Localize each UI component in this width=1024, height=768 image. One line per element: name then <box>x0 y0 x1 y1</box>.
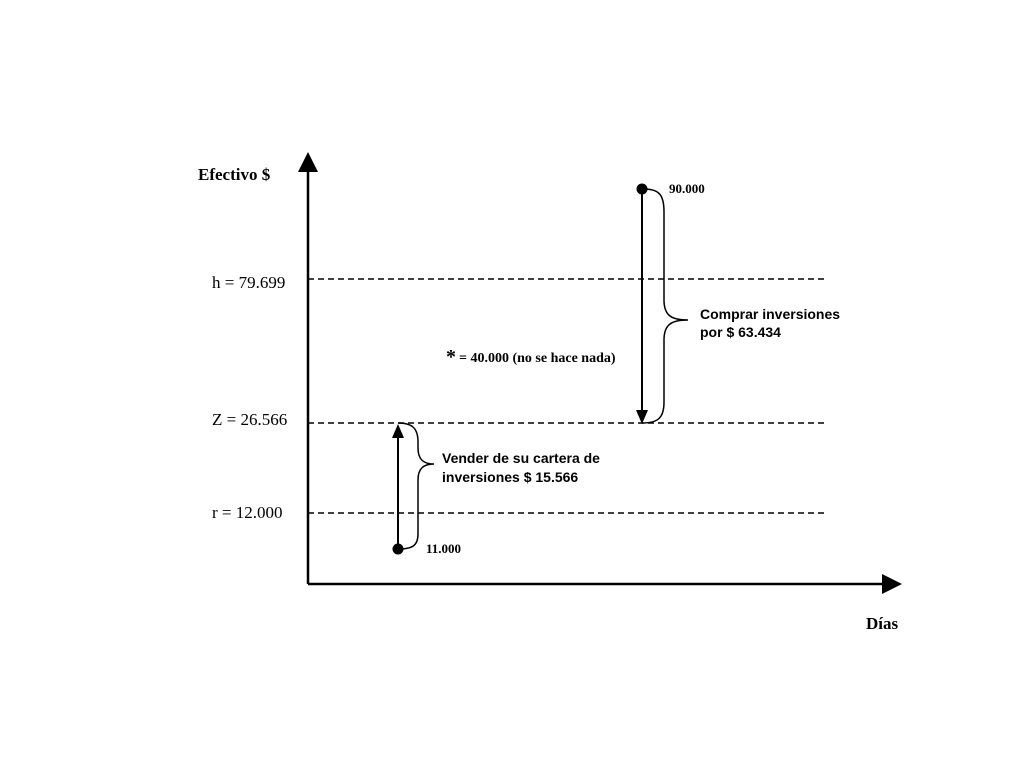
middle-note: = 40.000 (no se hace nada) <box>459 351 616 366</box>
low-point-label: 11.000 <box>426 541 461 556</box>
up-arrow-head <box>392 424 404 438</box>
high-point-marker <box>636 183 648 195</box>
buy-annotation-line1: Comprar inversiones <box>700 306 840 322</box>
sell-annotation-line1: Vender de su cartera de <box>442 450 600 466</box>
level-r-label: r = 12.000 <box>212 503 283 522</box>
level-z-label: Z = 26.566 <box>212 410 287 429</box>
buy-annotation-line2: por $ 63.434 <box>700 324 781 340</box>
middle-star: * <box>446 346 456 368</box>
high-point-label: 90.000 <box>669 181 705 196</box>
down-arrow-head <box>636 410 648 424</box>
sell-annotation-line2: inversiones $ 15.566 <box>442 469 578 485</box>
sell-brace <box>397 422 435 550</box>
y-axis-arrowhead <box>298 152 318 172</box>
y-axis-label: Efectivo $ <box>198 165 271 184</box>
x-axis-arrowhead <box>882 574 902 594</box>
buy-brace <box>641 188 689 424</box>
level-h-label: h = 79.699 <box>212 273 285 292</box>
x-axis-label: Días <box>866 614 899 633</box>
